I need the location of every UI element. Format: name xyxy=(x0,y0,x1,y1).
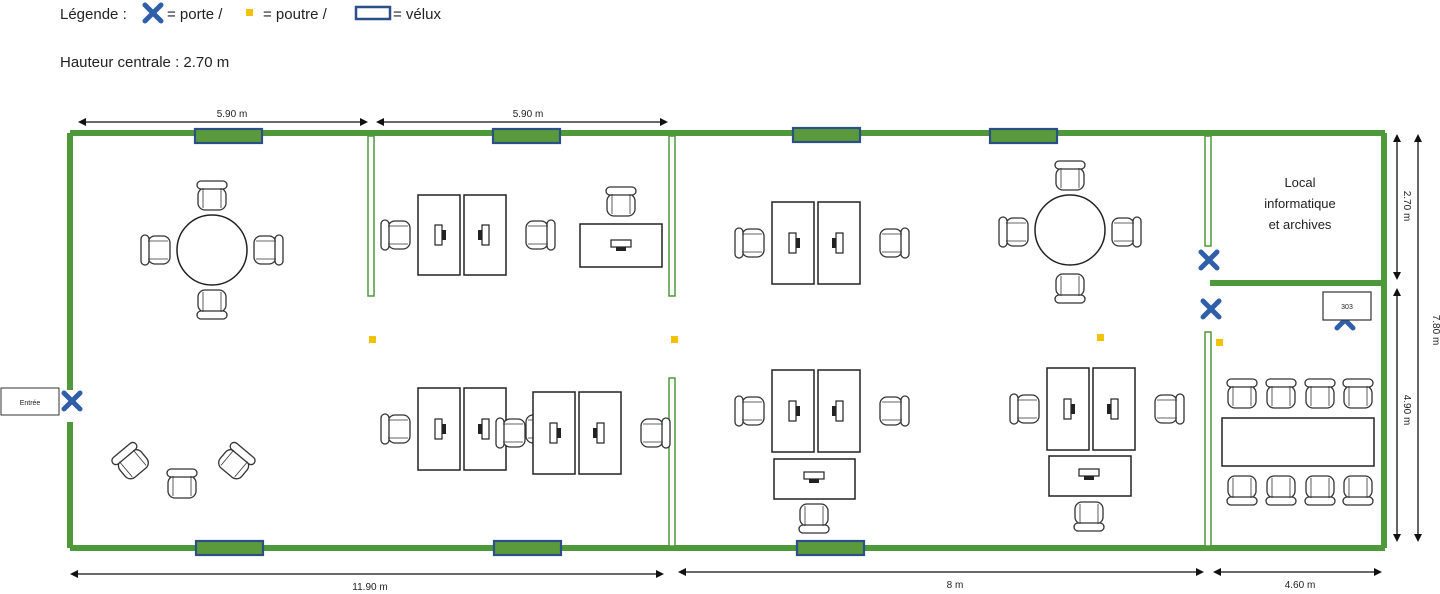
server-room-line3: et archives xyxy=(1269,217,1332,232)
chair-icon xyxy=(1154,393,1185,425)
double-desk-5 xyxy=(734,369,910,453)
chair-icon xyxy=(380,413,411,445)
double-desk-3 xyxy=(495,391,671,475)
desk-clusters xyxy=(380,194,1185,475)
single-desk-top xyxy=(579,186,663,268)
dim-bottom-middle: 8 m xyxy=(947,580,964,591)
dim-bottom-left: 11.90 m xyxy=(352,582,387,593)
chair-icon xyxy=(1009,393,1040,425)
chair-icon xyxy=(495,417,526,449)
double-desk-2 xyxy=(380,387,556,471)
door-lower-icon[interactable] xyxy=(1203,301,1219,317)
dim-right-upper: 2.70 m xyxy=(1401,191,1412,222)
chair-icon xyxy=(640,417,671,449)
chair-icon xyxy=(734,227,765,259)
chair-icon xyxy=(380,219,411,251)
desk-icon xyxy=(463,194,507,276)
chair-icon xyxy=(525,219,556,251)
legend-door-text: = porte / xyxy=(167,6,223,23)
legend-skylight-text: = vélux xyxy=(393,6,441,23)
glass-partitions xyxy=(367,135,1212,547)
dim-right-total: 7.80 m xyxy=(1430,315,1440,346)
server-room-line1: Local xyxy=(1284,175,1315,190)
legend-beam-icon xyxy=(246,9,253,16)
outer-walls xyxy=(67,130,1387,551)
server-cabinet xyxy=(1322,291,1372,321)
double-desk-1 xyxy=(380,194,556,276)
legend-skylight-icon xyxy=(354,5,392,21)
legend-label: Légende : xyxy=(60,6,127,23)
chair-icon xyxy=(734,395,765,427)
door-upper-icon[interactable] xyxy=(1201,252,1217,268)
single-desk-right xyxy=(1048,455,1132,532)
round-table-right xyxy=(998,160,1142,304)
skylights xyxy=(193,126,1059,557)
dim-bottom-right: 4.60 m xyxy=(1285,580,1316,591)
desk-icon xyxy=(817,369,861,453)
lounge-chairs xyxy=(109,440,258,499)
beams xyxy=(369,334,1223,346)
entrance-box xyxy=(0,387,60,416)
chair-icon xyxy=(879,395,910,427)
server-room-line2: informatique xyxy=(1264,196,1336,211)
dim-right-lower: 4.90 m xyxy=(1401,395,1412,426)
door-entrance-icon[interactable] xyxy=(64,393,80,409)
center-height: Hauteur centrale : 2.70 m xyxy=(60,54,229,71)
entrance-label: Entrée xyxy=(20,400,41,407)
legend-beam-text: = poutre / xyxy=(263,6,328,23)
meeting-table xyxy=(1221,378,1375,506)
server-cabinet-label: 303 xyxy=(1341,304,1353,311)
double-desk-4 xyxy=(734,201,910,285)
desk-icon xyxy=(417,387,461,471)
dim-top-middle: 5.90 m xyxy=(513,109,544,120)
single-desk-mid xyxy=(773,458,856,534)
dim-top-left: 5.90 m xyxy=(217,109,248,120)
legend-door-icon xyxy=(145,5,161,21)
round-table-left xyxy=(140,180,284,320)
dimension-arrows xyxy=(70,118,1422,578)
chair-icon xyxy=(879,227,910,259)
double-desk-6 xyxy=(1009,367,1185,451)
dimension-lines xyxy=(72,121,1419,575)
